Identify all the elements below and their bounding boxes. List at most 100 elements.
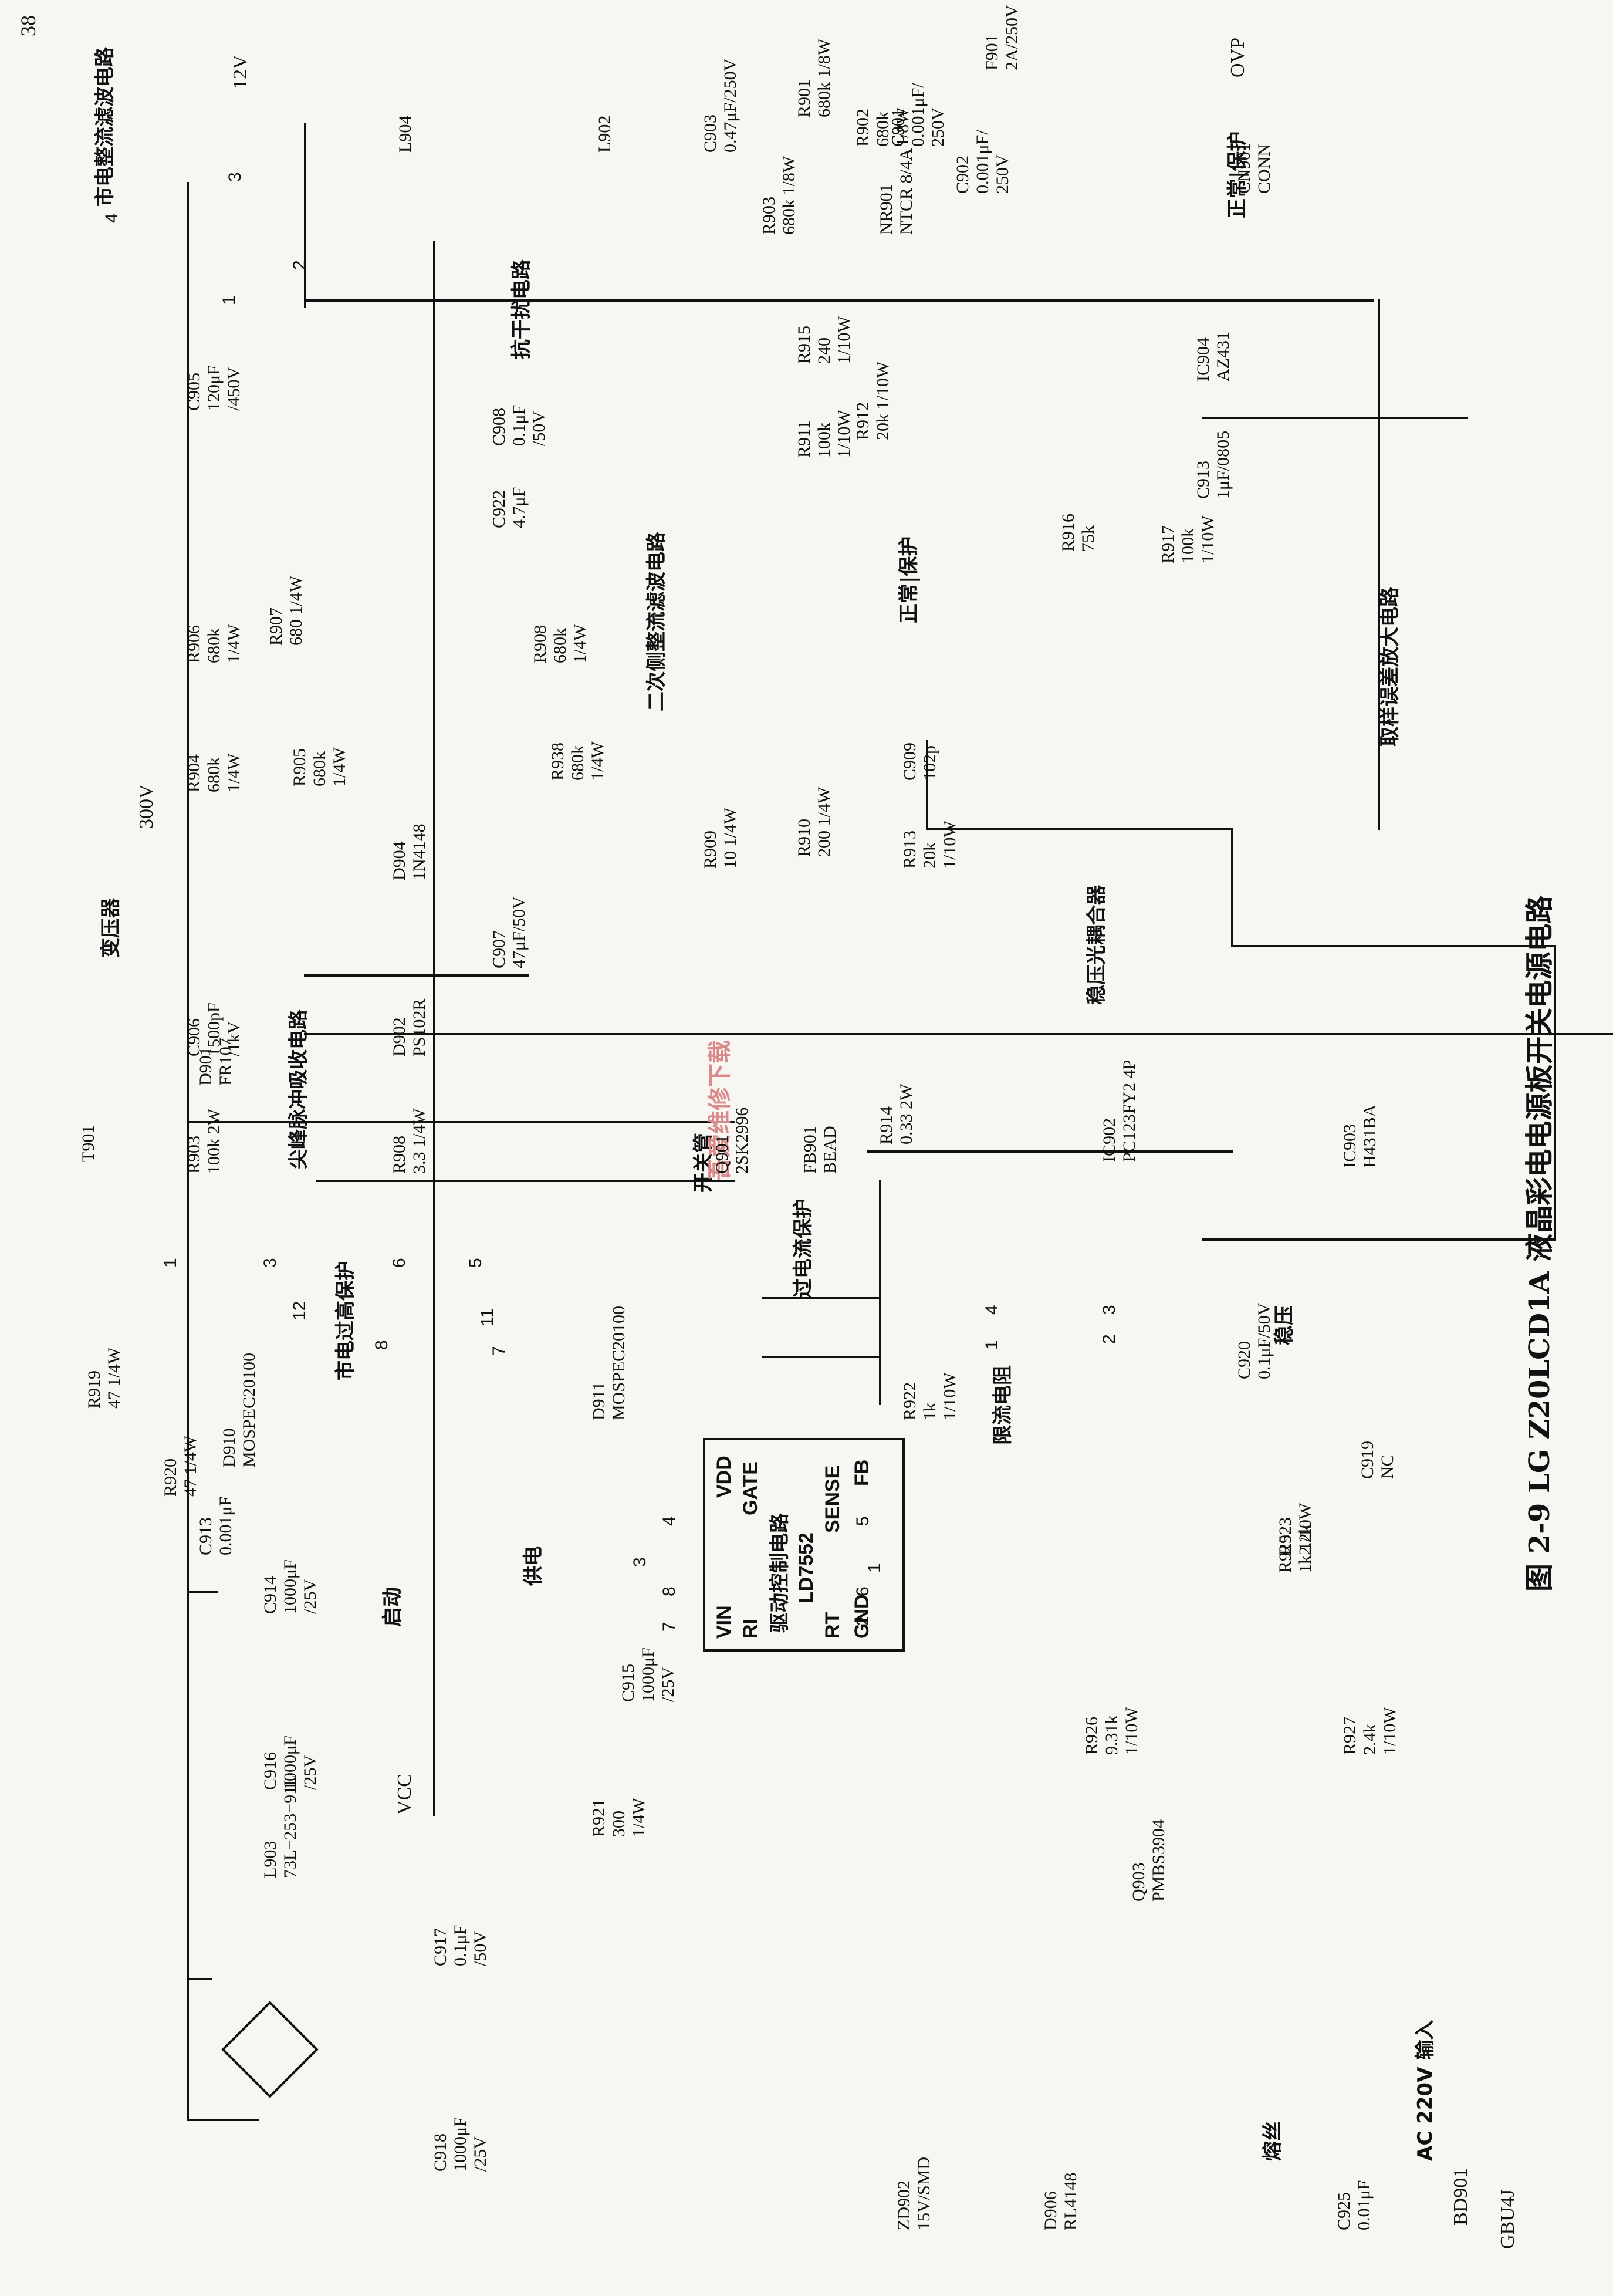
component-r915-line-1: 240 [814, 337, 834, 364]
component-r927-line-1: 2.4k [1360, 1724, 1379, 1755]
note-current-limit: 限流电阻 [991, 1365, 1015, 1445]
component-r909-line-0: R909 [701, 830, 720, 869]
component-r901-line-1: 680k 1/8W [814, 38, 834, 117]
component-r910-line-1: 200 1/4W [814, 786, 834, 857]
component-c920-line-0: C920 [1235, 1341, 1254, 1379]
note-normal-protect-mid: 正常|保护 [897, 536, 921, 623]
pin-t-5: 5 [466, 1258, 485, 1268]
component-c913b-line-0: C913 [1193, 461, 1213, 499]
component-l904: L904 [395, 116, 415, 153]
component-c918-line-1: 1000μF [451, 2117, 470, 2172]
pin-ic-1: 1 [865, 1563, 884, 1573]
component-r927-line-2: 1/10W [1380, 1707, 1399, 1755]
note-secondary-rectifier: 二次侧整流滤波电路 [645, 531, 668, 711]
pin-bd-1: 1 [219, 295, 239, 305]
rail-vcc: VCC [394, 1774, 415, 1815]
note-normal-protect-top: 正常|保护 [1226, 131, 1249, 218]
component-r925-line-1: 1k 1/10W [1296, 1502, 1315, 1573]
component-r903b-line-1: 680k 1/8W [779, 156, 799, 235]
note-optocoupler: 稳压光耦合器 [1085, 884, 1108, 1005]
component-c905-line-2: /450V [224, 367, 244, 411]
component-r904-line-1: 680k [204, 757, 224, 792]
ic-pin-gnd: GND [851, 1594, 873, 1639]
component-c907-line-1: 47μF/50V [509, 896, 529, 968]
component-c903-line-1: 0.47μF/250V [721, 58, 740, 153]
pin-t-1: 1 [161, 1258, 180, 1268]
component-cn901-line-1: CONN [1254, 144, 1274, 194]
component-d902-line-1: PS102R [410, 999, 429, 1056]
component-q903-line-1: PMBS3904 [1149, 1819, 1168, 1902]
component-r904-line-2: 1/4W [224, 753, 244, 792]
component-c907-line-0: C907 [489, 930, 509, 968]
pin-t-6: 6 [390, 1258, 409, 1268]
component-cn901-line-0: CN901 [1235, 143, 1254, 194]
component-c916-line-1: 1000μF [280, 1735, 300, 1790]
component-ic902-line-1: PC123FY2 4P [1120, 1060, 1139, 1162]
pin-ic-4: 4 [660, 1516, 679, 1526]
component-d906-line-0: D906 [1041, 2191, 1060, 2230]
component-r908a-line-1: 3.3 1/4W [410, 1108, 429, 1174]
component-ic904-line-1: AZ431 [1213, 332, 1233, 381]
component-c908-line-1: 0.1μF [509, 405, 529, 446]
component-c917-line-0: C917 [431, 1928, 450, 1966]
component-fb901-line-0: FB901 [800, 1126, 820, 1174]
component-c906-line-2: /1kV [224, 1021, 244, 1056]
component-r909-line-1: 10 1/4W [721, 807, 740, 869]
component-r905-line-1: 680k [310, 751, 329, 786]
ic-pin-sense: SENSE [821, 1466, 844, 1533]
component-r920-line-1: 47 1/4W [181, 1435, 200, 1497]
pin-t-7: 7 [489, 1346, 509, 1356]
component-r902-line-1: 680k [873, 112, 892, 147]
component-c915-line-2: /25V [658, 1667, 678, 1702]
ic-pin-gate: GATE [739, 1461, 762, 1515]
pin-ic-8: 8 [660, 1586, 679, 1596]
component-r913-line-2: 1/10W [940, 821, 959, 869]
component-d902-line-0: D902 [390, 1017, 409, 1056]
pin-ic-5: 5 [853, 1516, 873, 1526]
component-r911-line-1: 100k [814, 423, 834, 458]
component-r921-line-1: 300 [609, 1811, 628, 1837]
pin-t-8: 8 [372, 1340, 391, 1350]
component-r912-line-1: 20k 1/10W [873, 361, 892, 440]
component-r926-line-0: R926 [1082, 1717, 1101, 1755]
component-q901-line-1: 2SK2996 [732, 1108, 752, 1174]
component-d904-line-0: D904 [390, 841, 409, 880]
component-q903-line-0: Q903 [1129, 1862, 1148, 1902]
component-l902: L902 [595, 116, 614, 153]
pin-ic-3: 3 [630, 1557, 650, 1567]
ic-part: LD7552 [795, 1532, 817, 1603]
component-d901-line-0: D901 [196, 1046, 215, 1086]
pin-t-11: 11 [478, 1308, 497, 1326]
component-c914-line-1: 1000μF [280, 1559, 300, 1614]
component-c922-line-0: C922 [489, 490, 509, 528]
pin-ic-2: 2 [853, 1616, 873, 1626]
component-r938-line-2: 1/4W [588, 741, 607, 781]
component-c918-line-0: C918 [431, 2133, 450, 2172]
component-r921-line-2: 1/4W [629, 1798, 648, 1837]
